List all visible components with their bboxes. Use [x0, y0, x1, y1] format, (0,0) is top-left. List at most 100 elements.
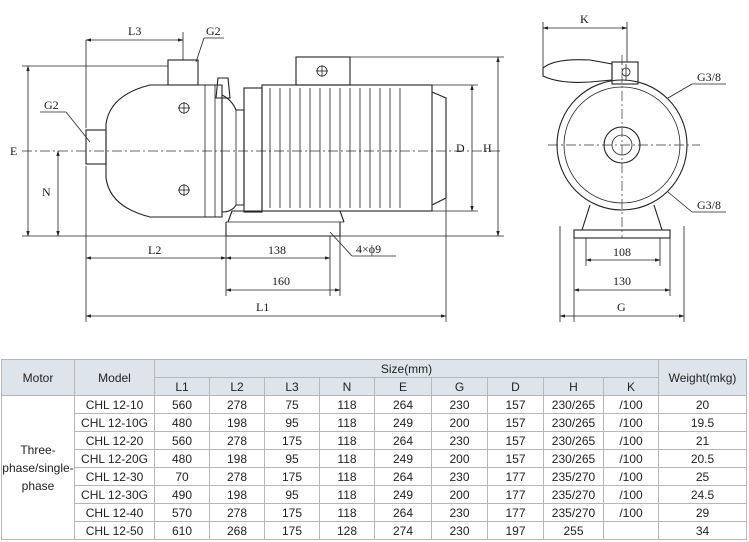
weight-cell: 29 [658, 503, 748, 522]
weight-cell: 19.5 [658, 413, 748, 432]
label-G38-bottom: G3/8 [697, 198, 721, 212]
cell: 610 [154, 521, 210, 540]
table-row: CHL 12-20G 480 198 95 118 249 200 157 23… [2, 449, 748, 468]
cell: 249 [374, 485, 432, 504]
model-cell: CHL 12-10G [74, 413, 155, 432]
model-cell: CHL 12-30G [74, 485, 155, 504]
header-size: Size(mm) [153, 359, 660, 378]
weight-cell: 20 [658, 395, 748, 414]
cell: 274 [374, 521, 432, 540]
model-cell: CHL 12-30 [74, 467, 155, 486]
cell: 560 [154, 431, 210, 450]
model-cell: CHL 12-50 [74, 521, 155, 540]
header-col: N [319, 377, 375, 396]
cell: 198 [209, 485, 265, 504]
cell: 118 [319, 395, 375, 414]
cell: 118 [319, 413, 375, 432]
cell: 118 [319, 485, 375, 504]
table-row: CHL 12-40 570 278 175 118 264 230 177 23… [2, 503, 748, 522]
cell: 230 [431, 467, 488, 486]
cell: 570 [154, 503, 210, 522]
label-H: H [483, 141, 492, 155]
label-G2-top: G2 [206, 24, 221, 38]
cell [602, 521, 660, 540]
header-col: H [543, 377, 604, 396]
header-weight: Weight(mkg) [658, 359, 748, 396]
cell: /100 [602, 485, 660, 504]
cell: 230/265 [543, 413, 604, 432]
model-cell: CHL 12-40 [74, 503, 155, 522]
header-col: G [431, 377, 488, 396]
cell: 118 [319, 449, 375, 468]
label-K: K [580, 12, 589, 26]
cell: 230 [431, 503, 488, 522]
header-model: Model [74, 359, 155, 396]
weight-cell: 20.5 [658, 449, 748, 468]
header-col: L1 [154, 377, 210, 396]
header-col: L2 [209, 377, 265, 396]
cell: 490 [154, 485, 210, 504]
table-row: CHL 12-50 610 268 175 128 274 230 197 25… [2, 521, 748, 540]
label-G38-top: G3/8 [697, 70, 721, 84]
label-G: G [617, 300, 626, 314]
cell: 70 [154, 467, 210, 486]
cell: 230 [431, 431, 488, 450]
cell: 264 [374, 503, 432, 522]
cell: 95 [264, 449, 320, 468]
cell: 175 [264, 467, 320, 486]
label-E: E [10, 144, 17, 158]
cell: 75 [264, 395, 320, 414]
table-row: CHL 12-20 560 278 175 118 264 230 157 23… [2, 431, 748, 450]
cell: /100 [602, 395, 660, 414]
cell: 278 [209, 503, 265, 522]
pump-dimension-drawing: L3 G2 G2 E N D H L2 138 [10, 12, 726, 322]
table-row: CHL 12-10G 480 198 95 118 249 200 157 23… [2, 413, 748, 432]
cell: 157 [487, 449, 544, 468]
cell: 278 [209, 467, 265, 486]
cell: 175 [264, 431, 320, 450]
side-view: L3 G2 G2 E N D H L2 138 [10, 24, 504, 322]
cell: 230 [431, 395, 488, 414]
cell: 249 [374, 413, 432, 432]
model-cell: CHL 12-10 [74, 395, 155, 414]
label-L2: L2 [148, 243, 161, 257]
cell: 157 [487, 395, 544, 414]
cell: 230 [431, 521, 488, 540]
label-130: 130 [613, 274, 631, 288]
cell: 198 [209, 413, 265, 432]
cell: 230/265 [543, 395, 604, 414]
cell: 177 [487, 503, 544, 522]
label-138: 138 [268, 243, 286, 257]
cell: 197 [487, 521, 544, 540]
cell: 278 [209, 395, 265, 414]
cell: 177 [487, 467, 544, 486]
weight-cell: 24.5 [658, 485, 748, 504]
header-motor: Motor [1, 359, 75, 396]
cell: 255 [543, 521, 604, 540]
cell: 235/270 [543, 467, 604, 486]
cell: /100 [602, 449, 660, 468]
label-160: 160 [272, 274, 290, 288]
header-col: L3 [264, 377, 320, 396]
model-cell: CHL 12-20 [74, 431, 155, 450]
cell: 175 [264, 503, 320, 522]
cell: 177 [487, 485, 544, 504]
header-col: K [602, 377, 660, 396]
weight-cell: 21 [658, 431, 748, 450]
model-cell: CHL 12-20G [74, 449, 155, 468]
cell: /100 [602, 503, 660, 522]
cell: 118 [319, 467, 375, 486]
cell: 157 [487, 431, 544, 450]
header-col: E [374, 377, 432, 396]
cell: 560 [154, 395, 210, 414]
dimension-table: Motor Model Size(mm) Weight(mkg) L1 L2 L… [1, 359, 748, 540]
cell: 118 [319, 503, 375, 522]
table-row: Three-phase/single-phase CHL 12-10 560 2… [1, 395, 748, 540]
cell: 200 [431, 449, 488, 468]
cell: 230/265 [543, 449, 604, 468]
weight-cell: 34 [658, 521, 748, 540]
cell: 480 [154, 413, 210, 432]
cell: 118 [319, 431, 375, 450]
cell: 198 [209, 449, 265, 468]
cell: 157 [487, 413, 544, 432]
